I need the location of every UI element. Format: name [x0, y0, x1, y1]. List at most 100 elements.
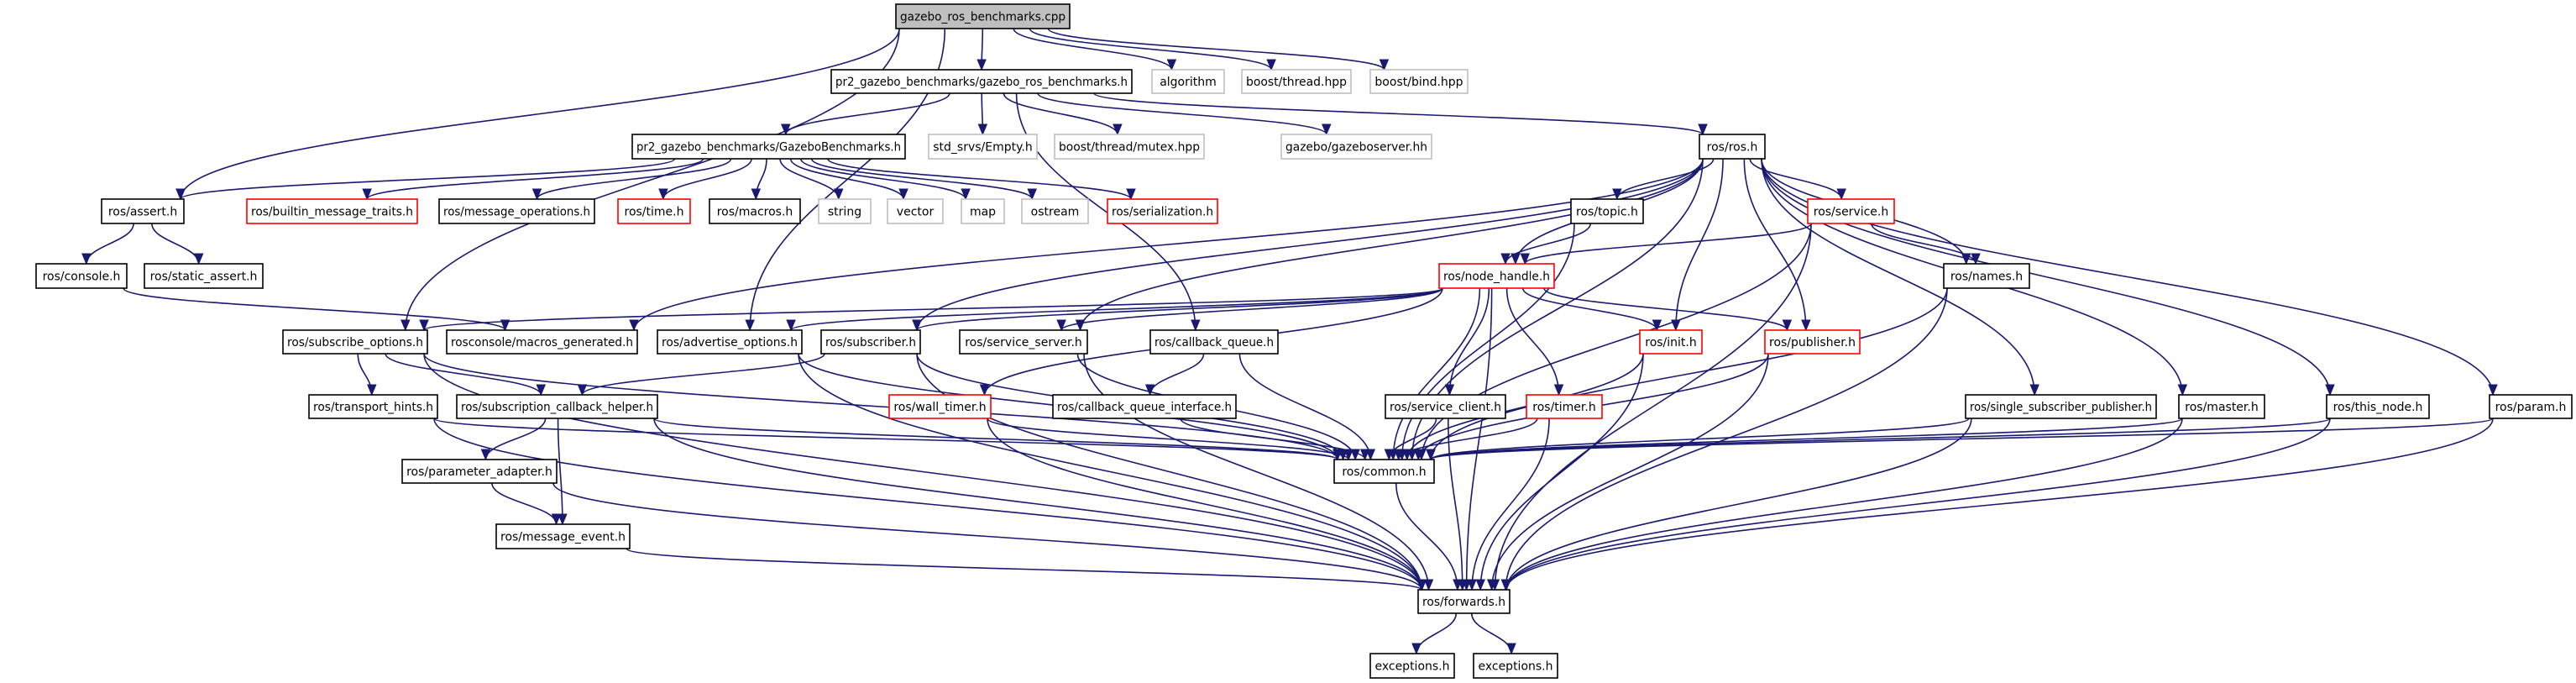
node-box	[101, 198, 185, 224]
node-cbqi[interactable]: ros/callback_queue_interface.h	[1052, 394, 1237, 419]
edge-timer-to-common	[1397, 418, 1538, 460]
node-msgevent[interactable]: ros/message_event.h	[495, 523, 631, 549]
arrowhead-icon	[1423, 579, 1434, 591]
node-builtin[interactable]: ros/builtin_message_traits.h	[246, 198, 418, 224]
node-box	[308, 394, 438, 419]
node-nh[interactable]: ros/node_handle.h	[1438, 263, 1555, 289]
node-box	[1473, 653, 1558, 679]
node-box	[1369, 653, 1455, 679]
arrowhead-icon	[1801, 319, 1811, 332]
edge-ros-to-macgen	[633, 158, 1704, 331]
node-sassert[interactable]: ros/static_assert.h	[144, 263, 264, 289]
edge-master-to-common	[1430, 418, 2183, 460]
edge-subscriber-to-schelper	[581, 353, 825, 396]
node-param[interactable]: ros/param.h	[2489, 394, 2573, 419]
node-srvclient[interactable]: ros/service_client.h	[1385, 394, 1506, 419]
node-padapter[interactable]: ros/parameter_adapter.h	[401, 459, 558, 484]
edge-GB-to-vector	[789, 158, 904, 200]
node-timer[interactable]: ros/timer.h	[1526, 394, 1603, 419]
edge-cpp-to-algorithm	[1013, 28, 1173, 71]
node-exc2[interactable]: exceptions.h	[1473, 653, 1558, 679]
node-macgen[interactable]: rosconsole/macros_generated.h	[446, 329, 638, 355]
node-msgops[interactable]: ros/message_operations.h	[438, 198, 595, 224]
node-box	[617, 198, 691, 224]
node-time[interactable]: ros/time.h	[617, 198, 691, 224]
edge-schelper-to-forwards	[653, 418, 1422, 591]
node-box	[35, 263, 128, 289]
edge-GB-to-serial	[827, 158, 1132, 200]
node-gbh[interactable]: pr2_gazebo_benchmarks/gazebo_ros_benchma…	[830, 69, 1133, 94]
arrowhead-icon	[81, 253, 92, 265]
node-label: ros/service_server.h	[965, 336, 1082, 349]
edge-ros-to-service	[1749, 158, 1842, 200]
node-ssp[interactable]: ros/single_subscriber_publisher.h	[1965, 394, 2157, 419]
node-service[interactable]: ros/service.h	[1807, 198, 1895, 224]
edge-gbh-to-mutex	[1003, 92, 1118, 135]
node-label: boost/thread.hpp	[1246, 76, 1347, 89]
node-label: boost/bind.hpp	[1374, 76, 1463, 89]
arrowhead-icon	[1444, 384, 1455, 397]
edge-srvclient-to-forwards	[1448, 418, 1463, 591]
arrowhead-icon	[1393, 449, 1404, 461]
edge-ros-to-ssp	[1761, 158, 2035, 396]
node-box	[1241, 69, 1352, 94]
node-mutex: boost/thread/mutex.hpp	[1054, 134, 1205, 160]
node-master[interactable]: ros/master.h	[2178, 394, 2265, 419]
node-serial[interactable]: ros/serialization.h	[1107, 198, 1218, 224]
node-label: ros/console.h	[43, 271, 121, 284]
node-forwards[interactable]: ros/forwards.h	[1417, 589, 1511, 614]
node-box	[631, 134, 906, 160]
node-box	[2178, 394, 2265, 419]
node-names[interactable]: ros/names.h	[1943, 263, 2030, 289]
node-publisher[interactable]: ros/publisher.h	[1764, 329, 1861, 355]
node-wtimer[interactable]: ros/wall_timer.h	[888, 394, 992, 419]
node-assert[interactable]: ros/assert.h	[101, 198, 185, 224]
edge-cbq-to-cbqi	[1149, 353, 1205, 396]
edge-ros-to-thisnode	[1761, 158, 2331, 396]
edge-cpp-to-subopts	[405, 28, 900, 331]
node-srvserver[interactable]: ros/service_server.h	[959, 329, 1088, 355]
node-thints[interactable]: ros/transport_hints.h	[308, 394, 438, 419]
edge-ssp-to-common	[1430, 418, 1970, 460]
arrowhead-icon	[658, 188, 668, 201]
node-label: ros/macros.h	[717, 206, 793, 219]
arrowhead-icon	[977, 123, 988, 136]
arrowhead-icon	[419, 319, 429, 332]
node-init[interactable]: ros/init.h	[1639, 329, 1703, 355]
edge-master-to-forwards	[1505, 418, 2183, 591]
node-cpp[interactable]: gazebo_ros_benchmarks.cpp	[895, 3, 1071, 29]
node-cbq[interactable]: ros/callback_queue.h	[1149, 329, 1279, 355]
arrowhead-icon	[2177, 384, 2188, 397]
arrowhead-icon	[2488, 384, 2498, 397]
node-GB[interactable]: pr2_gazebo_benchmarks/GazeboBenchmarks.h	[631, 134, 906, 160]
node-box	[1149, 329, 1279, 355]
edge-gbh-to-gserver	[1037, 92, 1327, 135]
arrowhead-icon	[1056, 319, 1066, 332]
node-box	[456, 394, 658, 419]
arrowhead-icon	[551, 513, 562, 526]
node-subopts[interactable]: ros/subscribe_options.h	[282, 329, 428, 355]
node-empty: std_srvs/Empty.h	[928, 134, 1038, 160]
node-advopts[interactable]: ros/advertise_options.h	[657, 329, 803, 355]
node-label: ros/static_assert.h	[150, 271, 258, 284]
edge-thisnode-to-forwards	[1505, 418, 2331, 591]
node-schelper[interactable]: ros/subscription_callback_helper.h	[456, 394, 658, 419]
node-box	[895, 3, 1071, 29]
node-ostream: ostream	[1021, 198, 1089, 224]
node-console[interactable]: ros/console.h	[35, 263, 128, 289]
node-macros[interactable]: ros/macros.h	[709, 198, 801, 224]
arrowhead-icon	[1501, 579, 1511, 591]
node-ros[interactable]: ros/ros.h	[1699, 134, 1766, 160]
node-thisnode[interactable]: ros/this_node.h	[2326, 394, 2430, 419]
edge-schelper-to-common	[653, 418, 1338, 460]
node-common[interactable]: ros/common.h	[1333, 459, 1435, 484]
node-exc1[interactable]: exceptions.h	[1369, 653, 1455, 679]
arrowhead-icon	[961, 188, 971, 201]
arrowhead-icon	[1971, 253, 1981, 265]
node-topic[interactable]: ros/topic.h	[1570, 198, 1644, 224]
node-subscriber[interactable]: ros/subscriber.h	[820, 329, 921, 355]
node-label: ostream	[1031, 206, 1080, 219]
node-label: algorithm	[1160, 76, 1217, 89]
edge-advopts-to-forwards	[798, 353, 1422, 591]
